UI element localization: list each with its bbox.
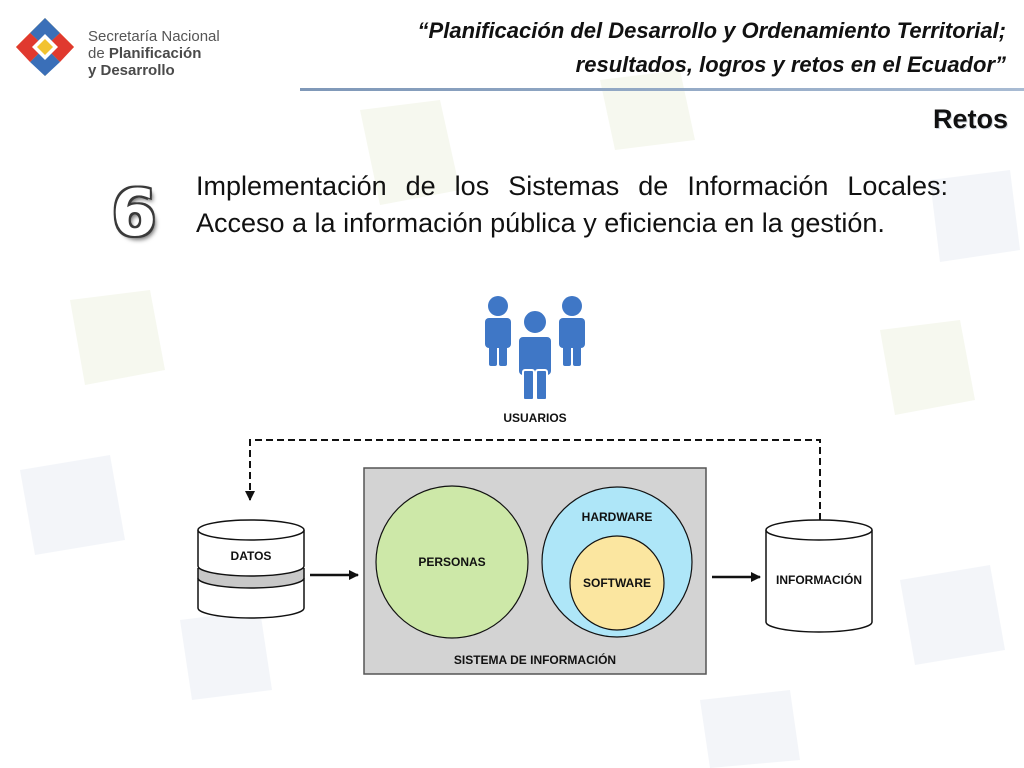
software-label: SOFTWARE <box>583 576 651 590</box>
informacion-database <box>765 519 873 633</box>
user-center-icon <box>517 309 553 401</box>
informacion-label: INFORMACIÓN <box>776 572 862 587</box>
software-circle <box>569 535 665 631</box>
logo-line-2-bold: Planificación <box>108 45 202 62</box>
logo-mark-icon <box>16 18 74 76</box>
page-title-line-1: “Planificación del Desarrollo y Ordenami… <box>417 18 1006 43</box>
users-icon <box>485 296 585 401</box>
logo-line-2-prefix: de <box>88 45 109 62</box>
feedback-loop-arrow <box>245 439 821 520</box>
datos-label: DATOS <box>231 549 272 563</box>
title-rule <box>300 88 1024 91</box>
user-right-icon <box>559 296 585 366</box>
item-description: Implementación de los Sistemas de Inform… <box>196 171 948 238</box>
section-heading: Retos <box>932 104 1008 134</box>
logo-line-1: Secretaría Nacional <box>88 28 220 45</box>
personas-label: PERSONAS <box>418 555 485 569</box>
page-title: “Planificación del Desarrollo y Ordenami… <box>286 14 1006 82</box>
user-left-icon <box>485 296 511 366</box>
logo-line-2: de Planificación <box>88 45 220 62</box>
hardware-label: HARDWARE <box>582 510 653 524</box>
item-number-badge: 6 <box>111 177 157 251</box>
page-title-line-2: resultados, logros y retos en el Ecuador… <box>575 52 1006 77</box>
datos-database <box>197 519 305 619</box>
logo-line-3: y Desarrollo <box>88 62 175 79</box>
personas-circle <box>375 485 529 639</box>
logo-text: Secretaría Nacional de Planificación y D… <box>88 28 220 79</box>
senplades-logo: Secretaría Nacional de Planificación y D… <box>14 14 234 80</box>
users-label: USUARIOS <box>503 411 566 425</box>
sistema-label: SISTEMA DE INFORMACIÓN <box>454 652 616 667</box>
